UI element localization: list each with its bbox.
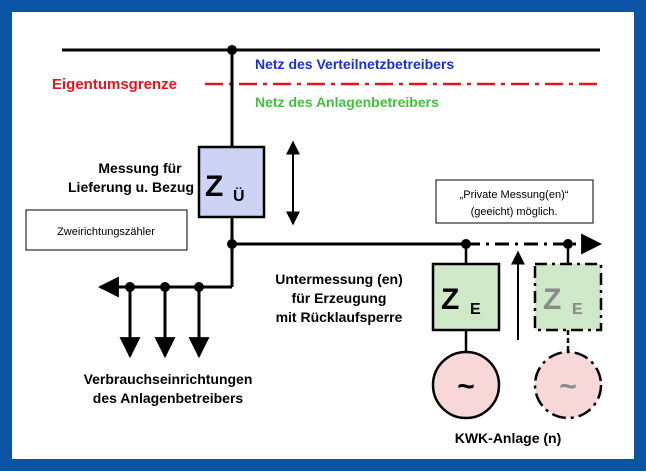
generator-circle [431, 350, 501, 420]
private-metering-line1: „Private Messung(en)“ [460, 189, 569, 201]
bidirectional-meter-box [25, 209, 188, 251]
main-meter-box [197, 145, 266, 219]
submetering-line1: Untermessung (en) [275, 271, 403, 287]
gen2-meter-box [533, 262, 603, 332]
private-metering-line2: (geeicht) möglich. [471, 206, 558, 218]
private-metering-box [435, 179, 594, 224]
gen-meter-subscript: E [470, 301, 481, 318]
main-meter-letter: Z [205, 170, 223, 203]
generator2-circle [533, 350, 603, 420]
ownership-boundary-label: Eigentumsgrenze [52, 76, 177, 93]
consumers-line2: des Anlagenbetreibers [93, 390, 244, 406]
generator-symbol: ~ [457, 370, 475, 403]
submetering-line3: mit Rücklaufsperre [276, 309, 403, 325]
submetering-line2: für Erzeugung [292, 290, 387, 306]
main-meter-subscript: Ü [233, 186, 245, 205]
bidirectional-meter-label: Zweirichtungszähler [57, 226, 155, 238]
net-operator-label: Netz des Verteilnetzbetreibers [255, 56, 454, 72]
generator2-symbol: ~ [559, 370, 577, 403]
measurement-title-line1: Messung für [98, 160, 182, 176]
gen-meter-letter: Z [441, 283, 459, 316]
gen2-meter-letter: Z [543, 283, 561, 316]
gen2-meter-subscript: E [572, 301, 583, 318]
chp-plant-label: KWK-Anlage (n) [455, 430, 562, 446]
net-plant-operator-label: Netz des Anlagenbetreibers [255, 94, 439, 110]
consumers-line1: Verbrauchseinrichtungen [84, 371, 253, 387]
measurement-title-line2: Lieferung u. Bezug [68, 179, 194, 195]
gen-meter-box [431, 262, 501, 332]
